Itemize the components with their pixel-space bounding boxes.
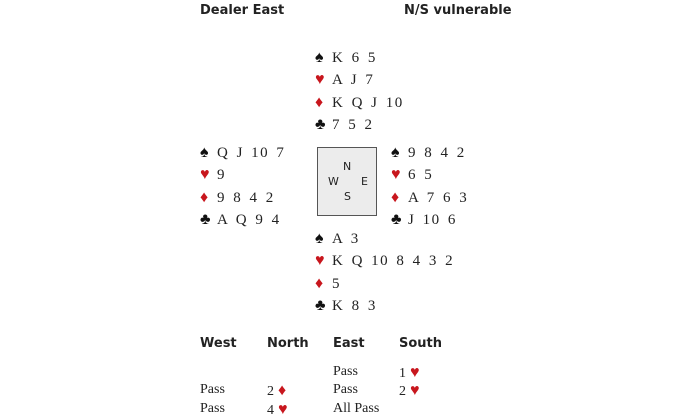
cards: A 3 — [332, 231, 360, 247]
auction-call: 1♥ — [399, 364, 420, 382]
auction-call: Pass — [333, 382, 358, 398]
north-hand: ♠ K 6 5 ♥ A J 7 ♦ K Q J 10 ♣ 7 5 2 — [315, 47, 404, 136]
north-spades-row: ♠ K 6 5 — [315, 47, 404, 69]
heart-suit-icon: ♥ — [315, 71, 325, 89]
auction-header-east: East — [333, 336, 365, 351]
north-diamonds-row: ♦ K Q J 10 — [315, 92, 404, 114]
auction-header-north: North — [267, 336, 309, 351]
cards: 7 5 2 — [332, 116, 374, 133]
heart-suit-icon: ♥ — [410, 364, 420, 381]
call-text: Pass — [333, 382, 358, 397]
spade-suit-icon: ♠ — [315, 49, 324, 66]
east-hand: ♠ 9 8 4 2 ♥ 6 5 ♦ A 7 6 3 ♣ J 10 6 — [391, 142, 468, 231]
south-diamonds-row: ♦5 — [315, 273, 454, 295]
east-clubs-row: ♣ J 10 6 — [391, 209, 468, 231]
spade-suit-icon: ♠ — [200, 144, 209, 161]
east-spades-row: ♠ 9 8 4 2 — [391, 142, 468, 164]
compass-west: W — [328, 175, 339, 188]
call-text: 2 — [399, 384, 406, 399]
call-text: All Pass — [333, 401, 380, 416]
compass-east: E — [361, 175, 368, 188]
heart-suit-icon: ♥ — [391, 166, 401, 184]
diamond-suit-icon: ♦ — [315, 93, 324, 111]
heart-suit-icon: ♥ — [278, 401, 288, 418]
call-text: Pass — [333, 364, 358, 379]
diamond-suit-icon: ♦ — [278, 382, 287, 399]
call-text: Pass — [200, 401, 225, 416]
auction-header-south: South — [399, 336, 443, 351]
cards: Q J 10 7 — [217, 145, 286, 161]
cards: 9 8 4 2 — [217, 189, 275, 206]
heart-suit-icon: ♥ — [315, 252, 325, 270]
south-spades-row: ♠ A 3 — [315, 228, 454, 250]
auction-call: Pass — [200, 401, 225, 417]
cards: 6 5 — [408, 167, 434, 184]
cards: 5 — [332, 275, 341, 292]
east-diamonds-row: ♦ A 7 6 3 — [391, 187, 468, 209]
call-text: 1 — [399, 366, 406, 381]
west-spades-row: ♠ Q J 10 7 — [200, 142, 285, 164]
diamond-suit-icon: ♦ — [200, 188, 209, 206]
club-suit-icon: ♣ — [315, 296, 326, 314]
south-hand: ♠A 3♥K Q 10 8 4 3 2♦5♣K 8 3 — [315, 228, 454, 317]
compass-north: N — [343, 160, 352, 173]
call-text: Pass — [200, 382, 225, 397]
west-hearts-row: ♥9 — [200, 164, 285, 186]
auction-call: All Pass — [333, 401, 379, 417]
cards: K 8 3 — [332, 297, 377, 314]
east-hearts-row: ♥ 6 5 — [391, 164, 468, 186]
north-hearts-row: ♥ A J 7 — [315, 69, 404, 91]
dealer-label: Dealer East — [200, 3, 285, 18]
auction-call: Pass — [200, 382, 225, 398]
compass-box: N W E S — [317, 147, 377, 216]
spade-suit-icon: ♠ — [315, 230, 324, 247]
cards: J 10 6 — [408, 211, 457, 228]
south-clubs-row: ♣ K 8 3 — [315, 295, 454, 317]
compass-south: S — [344, 190, 351, 203]
call-text: 2 — [267, 384, 274, 399]
auction-call: Pass — [333, 364, 358, 380]
cards: 9 — [217, 167, 226, 184]
auction-call: 2♥ — [399, 382, 420, 400]
diamond-suit-icon: ♦ — [315, 274, 324, 292]
vulnerability-label: N/S vulnerable — [404, 3, 512, 18]
cards: K Q 10 8 4 3 2 — [332, 253, 455, 270]
south-hearts-row: ♥ K Q 10 8 4 3 2 — [315, 250, 454, 272]
heart-suit-icon: ♥ — [410, 382, 420, 399]
diamond-suit-icon: ♦ — [391, 188, 400, 206]
club-suit-icon: ♣ — [315, 115, 326, 133]
cards: K 6 5 — [332, 50, 377, 66]
west-hand: ♠Q J 10 7♥9♦9 8 4 2♣A Q 9 4 — [200, 142, 285, 231]
west-diamonds-row: ♦ 9 8 4 2 — [200, 187, 285, 209]
cards: A J 7 — [332, 72, 375, 89]
call-text: 4 — [267, 403, 274, 418]
cards: A 7 6 3 — [408, 189, 469, 206]
auction-call: 2♦ — [267, 382, 286, 400]
cards: K Q J 10 — [332, 94, 404, 111]
cards: A Q 9 4 — [217, 211, 281, 228]
club-suit-icon: ♣ — [391, 210, 402, 228]
cards: 9 8 4 2 — [408, 145, 466, 161]
auction-call: 4♥ — [267, 401, 288, 419]
heart-suit-icon: ♥ — [200, 166, 210, 184]
auction-header-west: West — [200, 336, 237, 351]
spade-suit-icon: ♠ — [391, 144, 400, 161]
club-suit-icon: ♣ — [200, 210, 211, 228]
north-clubs-row: ♣ 7 5 2 — [315, 114, 404, 136]
west-clubs-row: ♣ A Q 9 4 — [200, 209, 285, 231]
